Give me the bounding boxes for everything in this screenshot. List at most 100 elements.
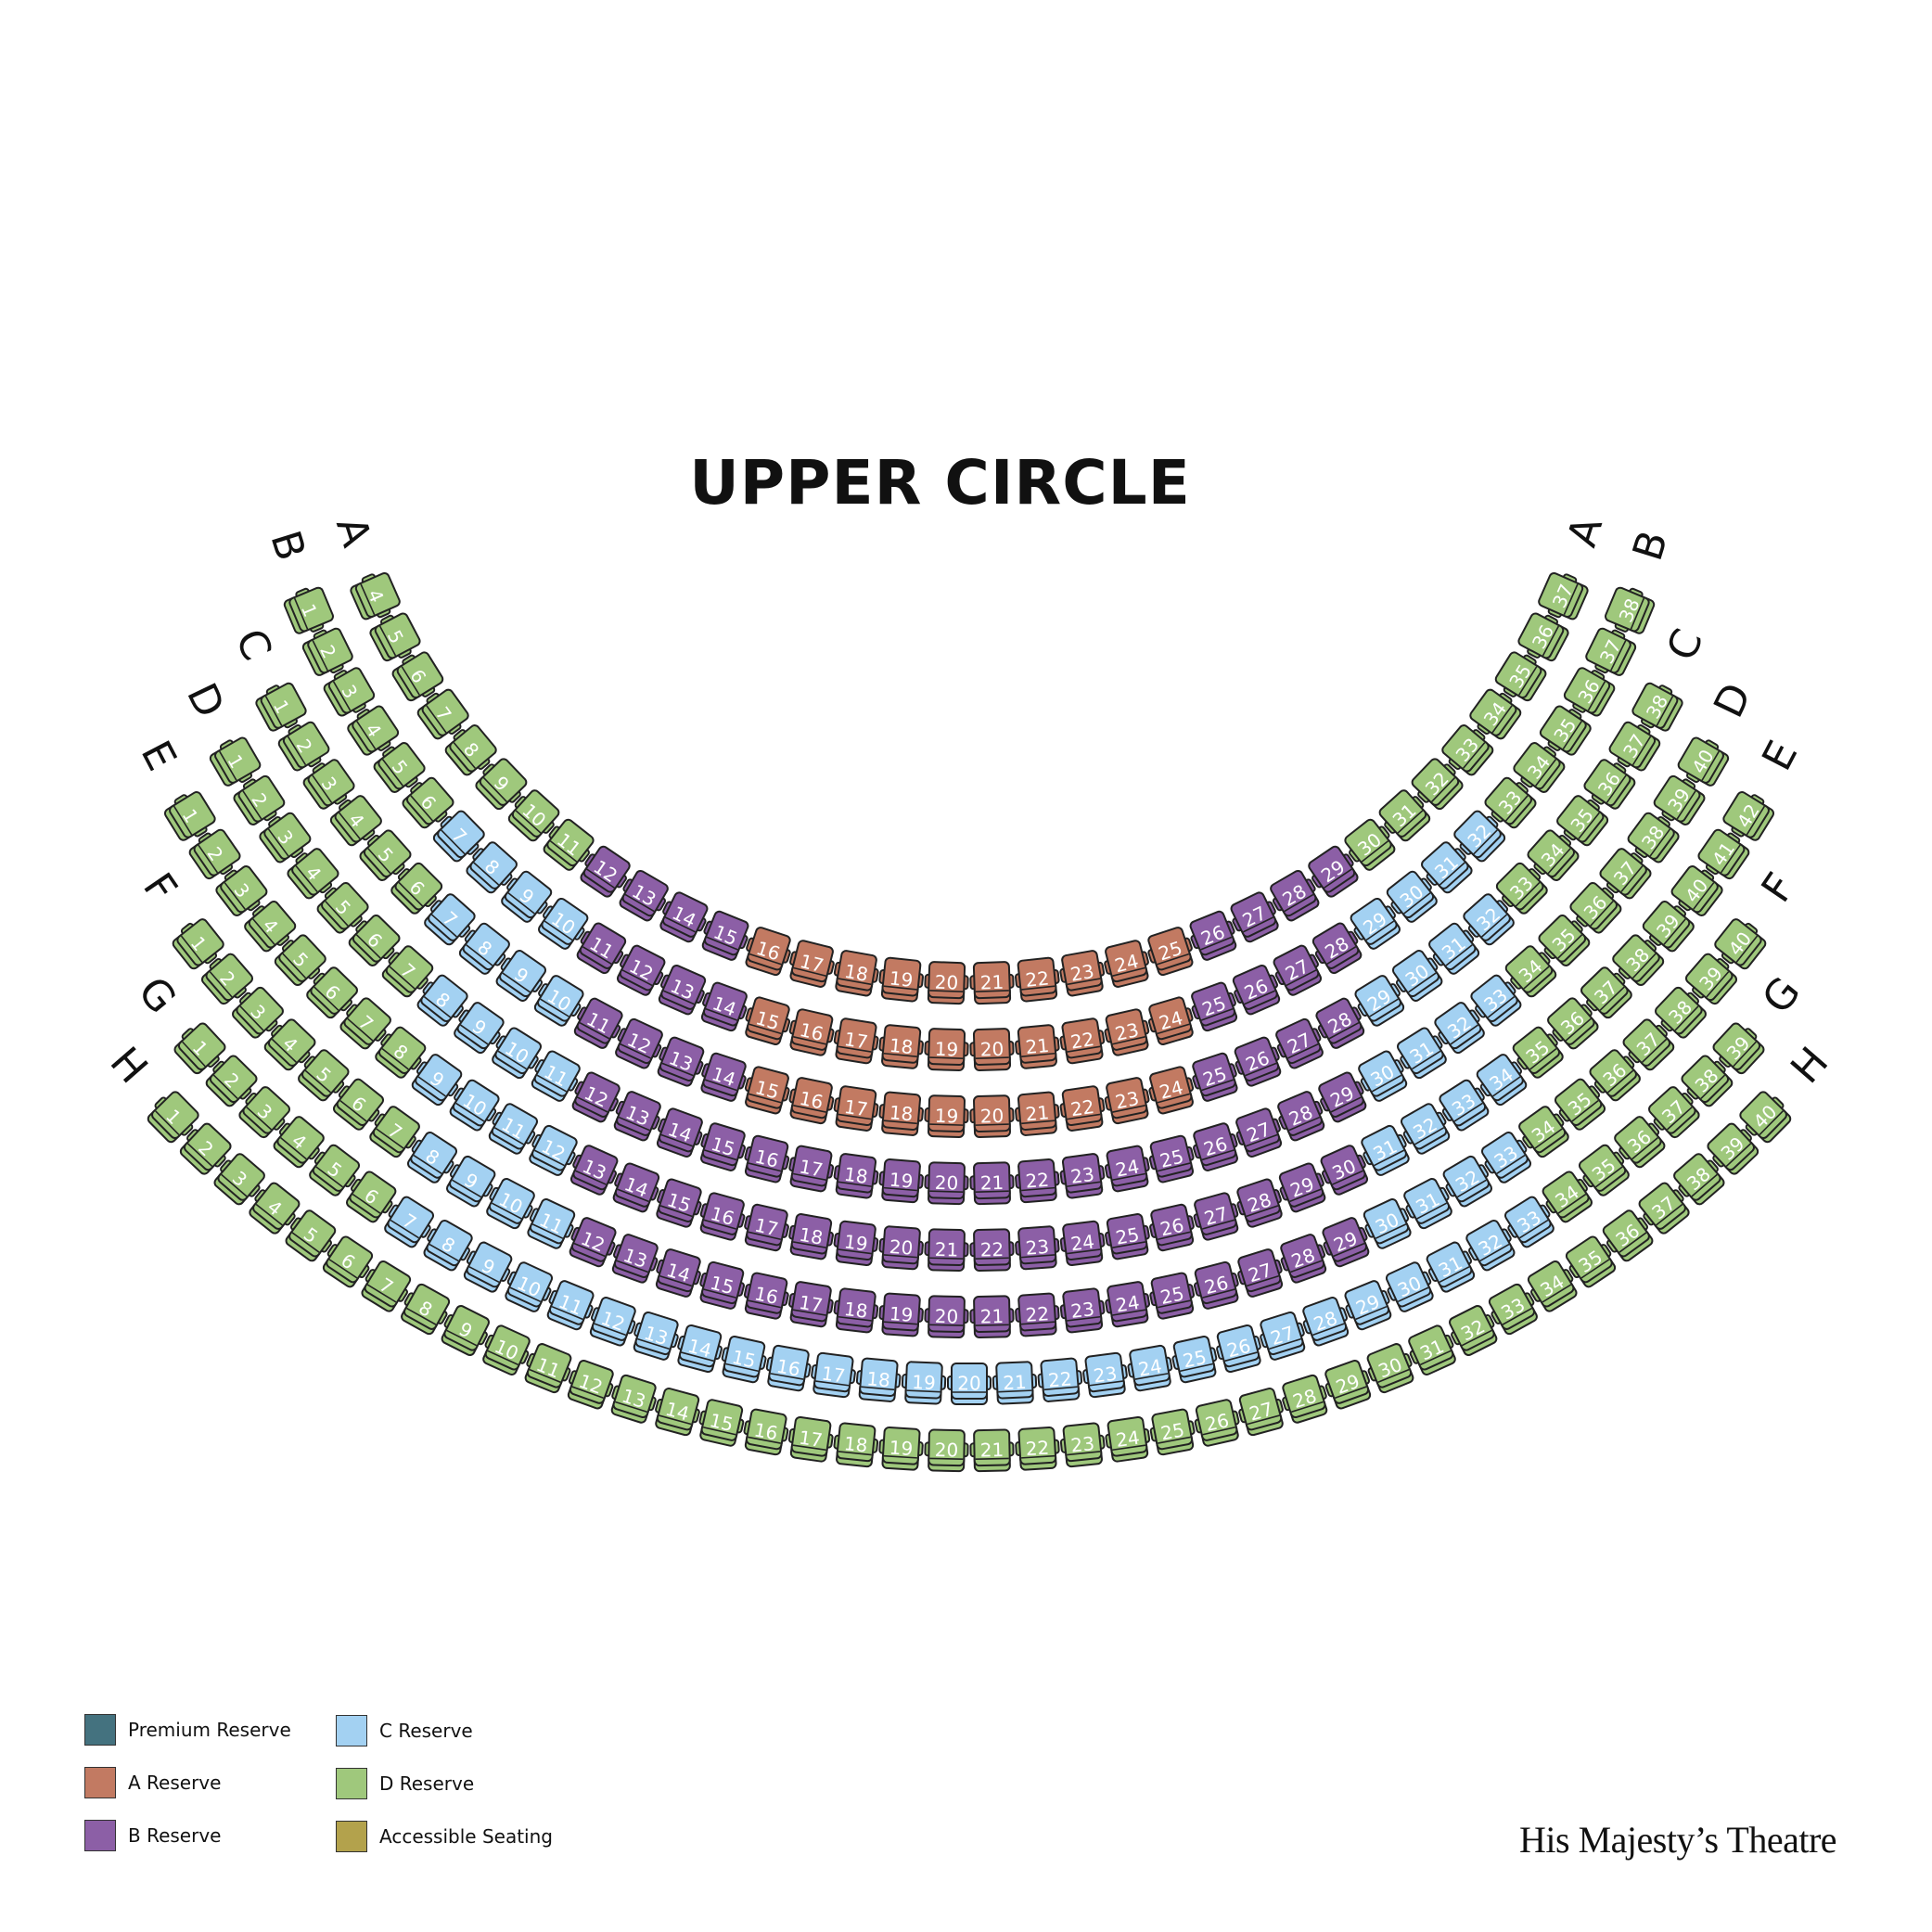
seat[interactable]: 37 (1619, 1016, 1679, 1075)
seat[interactable]: 31 (1400, 1175, 1456, 1231)
seat[interactable]: 3 (228, 983, 288, 1043)
seat[interactable]: 21 (1015, 1091, 1061, 1136)
seat[interactable]: 35 (1535, 911, 1594, 970)
seat[interactable]: 2 (300, 623, 355, 680)
seat[interactable]: 10 (445, 1077, 503, 1134)
seat[interactable]: 37 (1583, 623, 1639, 680)
seat[interactable]: 13 (608, 1373, 660, 1425)
seat[interactable]: 39 (1703, 1120, 1762, 1179)
seat[interactable]: 9 (407, 1051, 466, 1109)
seat[interactable]: 35 (1492, 647, 1550, 705)
seat[interactable]: 40 (1735, 1087, 1795, 1146)
seat[interactable]: 17 (787, 1415, 835, 1463)
seat[interactable]: 33 (1439, 721, 1497, 780)
seat[interactable]: 31 (1393, 1024, 1451, 1081)
seat[interactable]: 8 (441, 721, 500, 780)
seat[interactable]: 33 (1435, 1077, 1492, 1134)
seat[interactable]: 9 (472, 754, 531, 813)
seat[interactable]: 29 (1314, 1069, 1371, 1125)
seat[interactable]: 26 (1231, 1035, 1286, 1089)
seat[interactable]: 25 (1188, 1051, 1241, 1103)
seat[interactable]: 32 (1445, 1302, 1502, 1358)
seat[interactable]: 18 (855, 1357, 902, 1402)
seat[interactable]: 1 (144, 1087, 203, 1146)
seat[interactable]: 27 (1232, 1107, 1286, 1159)
seat[interactable]: 14 (656, 889, 712, 945)
seat[interactable]: 33 (1492, 859, 1552, 918)
seat[interactable]: 11 (572, 920, 630, 977)
seat[interactable]: 25 (1146, 1134, 1197, 1184)
seat[interactable]: 5 (281, 1207, 339, 1265)
seat[interactable]: 4 (269, 1113, 327, 1171)
seat[interactable]: 17 (832, 1085, 880, 1132)
seat[interactable]: 15 (741, 1065, 793, 1115)
seat[interactable]: 7 (380, 1194, 438, 1251)
seat[interactable]: 30 (1363, 1341, 1417, 1395)
seat[interactable]: 8 (397, 1281, 454, 1337)
seat[interactable]: 20 (969, 1028, 1015, 1072)
seat[interactable]: 30 (1354, 1048, 1412, 1105)
seat[interactable]: 36 (1580, 755, 1638, 813)
seat[interactable]: 24 (1104, 1415, 1152, 1463)
seat[interactable]: 27 (1256, 1311, 1309, 1363)
seat[interactable]: 25 (1148, 1408, 1197, 1456)
seat[interactable]: 26 (1229, 963, 1285, 1017)
seat[interactable]: 35 (1509, 1023, 1567, 1081)
seat[interactable]: 7 (414, 685, 472, 743)
seat[interactable]: 27 (1235, 1387, 1287, 1437)
seat[interactable]: 17 (787, 939, 838, 989)
seat[interactable]: 8 (462, 838, 521, 897)
seat[interactable]: 39 (1639, 897, 1697, 956)
seat[interactable]: 34 (1524, 1258, 1581, 1315)
seat[interactable]: 36 (1567, 878, 1626, 938)
seat[interactable]: 2 (186, 825, 243, 883)
seat[interactable]: 16 (764, 1344, 813, 1392)
seat[interactable]: 18 (878, 1024, 925, 1069)
seat[interactable]: 30 (1316, 1143, 1372, 1197)
seat[interactable]: 6 (387, 859, 446, 918)
seat[interactable]: 29 (1304, 843, 1363, 901)
seat[interactable]: 28 (1299, 1295, 1352, 1348)
seat[interactable]: 14 (697, 980, 751, 1033)
seat[interactable]: 32 (1450, 807, 1509, 866)
seat[interactable]: 6 (329, 1075, 388, 1133)
seat[interactable]: 17 (810, 1351, 857, 1399)
seat[interactable]: 23 (1102, 1076, 1152, 1125)
seat[interactable]: 5 (271, 930, 330, 990)
seat[interactable]: 11 (485, 1100, 543, 1157)
seat[interactable]: 5 (294, 1046, 353, 1105)
seat[interactable]: 15 (696, 1398, 747, 1447)
seat[interactable]: 9 (442, 1153, 500, 1209)
seat[interactable]: 3 (212, 862, 271, 920)
seat[interactable]: 28 (1276, 1232, 1330, 1285)
seat[interactable]: 1 (169, 915, 227, 973)
seat[interactable]: 18 (878, 1091, 925, 1136)
seat[interactable]: 6 (319, 1233, 377, 1290)
seat[interactable]: 33 (1501, 1194, 1558, 1251)
seat[interactable]: 20 (924, 1428, 969, 1473)
seat[interactable]: 27 (1272, 1017, 1327, 1071)
seat[interactable]: 15 (719, 1335, 769, 1384)
seat[interactable]: 7 (357, 1258, 415, 1315)
seat[interactable]: 16 (741, 1134, 792, 1184)
seat[interactable]: 41 (1695, 825, 1752, 883)
seat[interactable]: 31 (1417, 838, 1477, 897)
seat[interactable]: 28 (1311, 995, 1368, 1052)
seat[interactable]: 14 (653, 1107, 707, 1159)
seat[interactable]: 18 (832, 1153, 879, 1199)
seat[interactable]: 26 (1191, 1260, 1243, 1311)
seat[interactable]: 15 (697, 1260, 748, 1311)
seat[interactable]: 26 (1192, 1398, 1243, 1447)
seat[interactable]: 24 (1126, 1344, 1175, 1392)
seat[interactable]: 22 (969, 1228, 1015, 1273)
seat[interactable]: 19 (924, 1028, 969, 1072)
seat[interactable]: 9 (437, 1302, 493, 1358)
seat[interactable]: 4 (261, 1016, 320, 1075)
seat[interactable]: 40 (1668, 862, 1726, 920)
seat[interactable]: 3 (321, 663, 377, 721)
seat[interactable]: 13 (615, 867, 672, 924)
seat[interactable]: 33 (1485, 1281, 1542, 1337)
seat[interactable]: 3 (210, 1150, 269, 1209)
seat[interactable]: 4 (348, 569, 403, 624)
seat[interactable]: 7 (420, 890, 480, 949)
